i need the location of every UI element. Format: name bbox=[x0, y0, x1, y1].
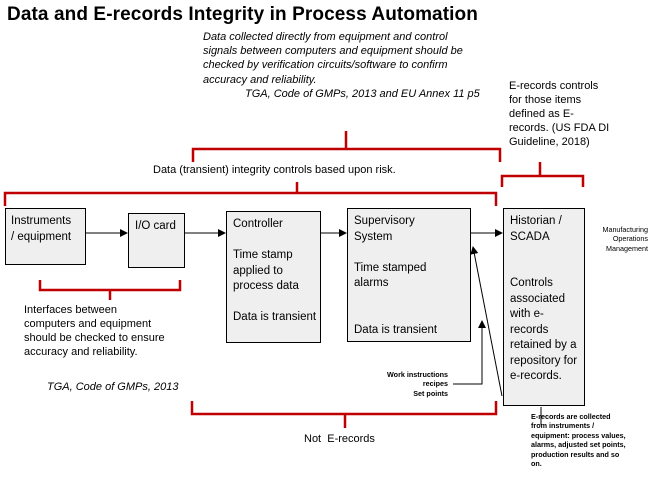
box-line: Supervisory bbox=[354, 215, 415, 227]
work-instructions-feed bbox=[453, 320, 486, 385]
work-instructions-label: Work instructions recipes Set points bbox=[360, 370, 448, 398]
interfaces-note: Interfaces between computers and equipme… bbox=[24, 303, 204, 359]
box-line bbox=[354, 292, 437, 308]
transient-label: Data (transient) integrity controls base… bbox=[153, 164, 396, 176]
erecords-line: from instruments / bbox=[531, 421, 595, 431]
box-line: Time stamp bbox=[233, 249, 293, 261]
box-line: Data is transient bbox=[354, 323, 438, 336]
controller-box: Controller Time stamp applied to process… bbox=[226, 211, 321, 343]
box-line: applied to bbox=[233, 264, 283, 277]
fda-note-line: defined as E- bbox=[509, 108, 574, 120]
manufacturing-line: Management bbox=[606, 243, 648, 253]
fda-note-line: Guideline, 2018) bbox=[509, 136, 590, 148]
erecords-line: equipment: process values, bbox=[531, 430, 626, 440]
erecords-line: alarms, adjusted set points, bbox=[531, 440, 626, 450]
box-line bbox=[233, 295, 316, 311]
box-line: Data is transient bbox=[233, 311, 317, 323]
box-line: Instruments bbox=[11, 215, 72, 227]
quote-line: accuracy and reliability. bbox=[203, 73, 317, 86]
top-quote-bracket bbox=[191, 131, 502, 162]
box-line: System bbox=[354, 230, 393, 243]
quote-line: Data collected directly from equipment a… bbox=[203, 31, 448, 43]
fda-note-line: for those items bbox=[509, 94, 582, 106]
arrow-historian-to-supervisory bbox=[470, 246, 503, 397]
erecords-line: E-records are collected bbox=[531, 412, 611, 421]
erecords-collected-note: E-records are collected from instruments… bbox=[531, 412, 649, 468]
fda-bracket bbox=[500, 162, 585, 187]
box-line: associated bbox=[510, 292, 565, 305]
box-line: / equipment bbox=[11, 230, 72, 243]
box-line: records bbox=[510, 323, 549, 336]
quote-line: checked by verification circuits/softwar… bbox=[203, 59, 448, 72]
box-line: alarms bbox=[354, 277, 389, 289]
box-line: SCADA bbox=[510, 230, 550, 243]
box-line: e-records. bbox=[510, 370, 562, 382]
fda-note-line: E-records controls bbox=[509, 80, 599, 92]
interfaces-citation: TGA, Code of GMPs, 2013 bbox=[47, 381, 179, 393]
interfaces-bracket bbox=[38, 280, 182, 300]
box-line: Time stamped bbox=[354, 261, 427, 274]
not-erecords-bracket bbox=[190, 401, 498, 428]
box-line: Historian / bbox=[510, 215, 562, 227]
work-instructions-line: Set points bbox=[413, 388, 448, 398]
box-line bbox=[510, 261, 577, 277]
manufacturing-line: Manufacturing bbox=[602, 225, 648, 234]
box-line bbox=[354, 245, 437, 261]
manufacturing-line: Operations bbox=[612, 234, 648, 244]
box-line: process data bbox=[233, 280, 299, 292]
historian-box: Historian / SCADA Controls associated wi… bbox=[503, 208, 585, 406]
box-line bbox=[354, 307, 437, 323]
not-erecords-label: Not E-records bbox=[304, 433, 375, 445]
interfaces-line: computers and equipment bbox=[24, 318, 152, 330]
supervisory-box: Supervisory System Time stamped alarms D… bbox=[347, 208, 471, 342]
manufacturing-label: Manufacturing Operations Management bbox=[582, 225, 648, 253]
box-line bbox=[510, 245, 577, 261]
top-quote: Data collected directly from equipment a… bbox=[203, 30, 503, 101]
page-title: Data and E-records Integrity in Process … bbox=[7, 4, 478, 25]
fda-note: E-records controls for those items defin… bbox=[509, 79, 639, 149]
interfaces-line: should be checked to ensure bbox=[24, 332, 165, 344]
erecords-line: on. bbox=[531, 459, 542, 469]
box-line: Controls bbox=[510, 277, 553, 289]
box-line: I/O card bbox=[135, 220, 176, 232]
transient-bracket bbox=[3, 182, 498, 206]
box-line: with e- bbox=[510, 308, 544, 320]
quote-line: signals between computers and equipment … bbox=[203, 45, 463, 58]
interfaces-line: Interfaces between bbox=[24, 304, 117, 316]
instruments-box: Instruments / equipment bbox=[5, 208, 86, 265]
fda-note-line: records. (US FDA DI bbox=[509, 122, 610, 134]
box-line: repository for bbox=[510, 354, 578, 367]
work-instructions-line: Work instructions bbox=[387, 370, 448, 379]
box-line bbox=[233, 233, 316, 249]
box-line: Controller bbox=[233, 218, 283, 230]
erecords-line: production results and so bbox=[531, 449, 620, 459]
box-line: retained by a bbox=[510, 339, 577, 351]
work-instructions-line: recipes bbox=[422, 379, 448, 389]
io-card-box: I/O card bbox=[128, 213, 185, 268]
interfaces-line: accuracy and reliability. bbox=[24, 346, 138, 358]
quote-citation: TGA, Code of GMPs, 2013 and EU Annex 11 … bbox=[245, 87, 480, 100]
